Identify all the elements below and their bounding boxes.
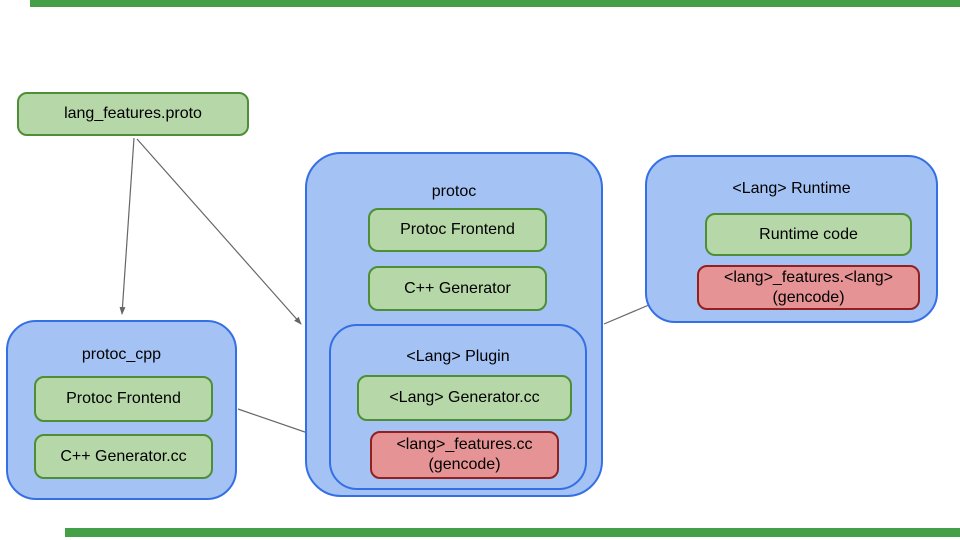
top-green-bar — [30, 0, 960, 7]
node-protoc-frontend-cpp: Protoc Frontend — [34, 376, 213, 422]
container-title: protoc — [431, 183, 477, 200]
node-label: <Lang> Generator.cc — [389, 389, 540, 406]
bottom-green-bar — [65, 528, 960, 537]
node-lang-features-proto: lang_features.proto — [17, 92, 249, 136]
node-label: lang_features.proto — [64, 105, 202, 122]
container-lang-plugin: <Lang> Plugin <Lang> Generator.cc <lang>… — [329, 324, 587, 490]
node-lang-features-cc-gencode: <lang>_features.cc (gencode) — [370, 431, 559, 479]
node-lang-features-lang-gencode: <lang>_features.<lang> (gencode) — [697, 265, 920, 310]
node-label: Protoc Frontend — [66, 390, 181, 407]
node-runtime-code: Runtime code — [705, 213, 912, 256]
arrow-proto-to-protoccpp — [119, 137, 135, 315]
node-lang-generator-cc: <Lang> Generator.cc — [357, 375, 572, 421]
node-label-line2: (gencode) — [428, 456, 501, 473]
node-label-line2: (gencode) — [772, 288, 845, 306]
node-label: Runtime code — [759, 225, 858, 243]
node-label-line1: <lang>_features.cc — [396, 436, 533, 453]
container-protoc: protoc Protoc Frontend C++ Generator <La… — [305, 152, 603, 497]
node-cpp-generator-cc: C++ Generator.cc — [34, 434, 213, 479]
node-label: C++ Generator — [404, 279, 511, 297]
node-cpp-generator: C++ Generator — [368, 266, 547, 311]
container-title: <Lang> Plugin — [406, 348, 510, 365]
container-lang-runtime: <Lang> Runtime Runtime code <lang>_featu… — [645, 155, 938, 323]
node-label: Protoc Frontend — [400, 221, 515, 238]
node-label-line1: <lang>_features.<lang> — [723, 268, 894, 286]
node-protoc-frontend: Protoc Frontend — [368, 208, 547, 252]
node-label: C++ Generator.cc — [60, 447, 187, 465]
container-title: protoc_cpp — [81, 346, 162, 363]
arrow-proto-to-protoc — [136, 138, 302, 325]
container-title: <Lang> Runtime — [732, 180, 851, 197]
container-protoc-cpp: protoc_cpp Protoc Frontend C++ Generator… — [6, 320, 237, 500]
